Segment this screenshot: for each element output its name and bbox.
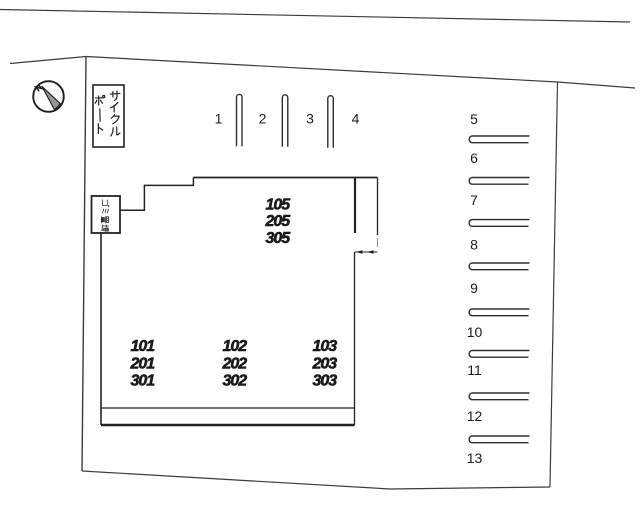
svg-text:105: 105 (266, 196, 292, 213)
svg-text:7: 7 (470, 192, 478, 208)
svg-text:302: 302 (223, 373, 248, 390)
svg-text:3: 3 (306, 110, 314, 126)
svg-text:8: 8 (470, 237, 478, 253)
svg-text:4: 4 (352, 110, 360, 126)
svg-text:1: 1 (215, 110, 223, 126)
svg-text:5: 5 (470, 111, 478, 127)
svg-text:9: 9 (470, 280, 478, 296)
svg-text:11: 11 (467, 362, 482, 378)
svg-text:103: 103 (313, 338, 338, 355)
svg-text:13: 13 (467, 450, 483, 466)
svg-text:12: 12 (467, 408, 483, 424)
svg-text:6: 6 (470, 150, 478, 166)
svg-text:101: 101 (131, 338, 156, 355)
svg-text:205: 205 (265, 213, 292, 230)
svg-text:202: 202 (222, 356, 248, 373)
svg-text:102: 102 (223, 338, 248, 355)
svg-text:301: 301 (131, 373, 156, 390)
svg-text:305: 305 (266, 230, 292, 247)
svg-text:201: 201 (130, 356, 156, 373)
svg-text:10: 10 (467, 324, 483, 340)
svg-text:203: 203 (312, 356, 338, 373)
svg-text:2: 2 (259, 110, 267, 126)
svg-text:303: 303 (313, 373, 338, 390)
